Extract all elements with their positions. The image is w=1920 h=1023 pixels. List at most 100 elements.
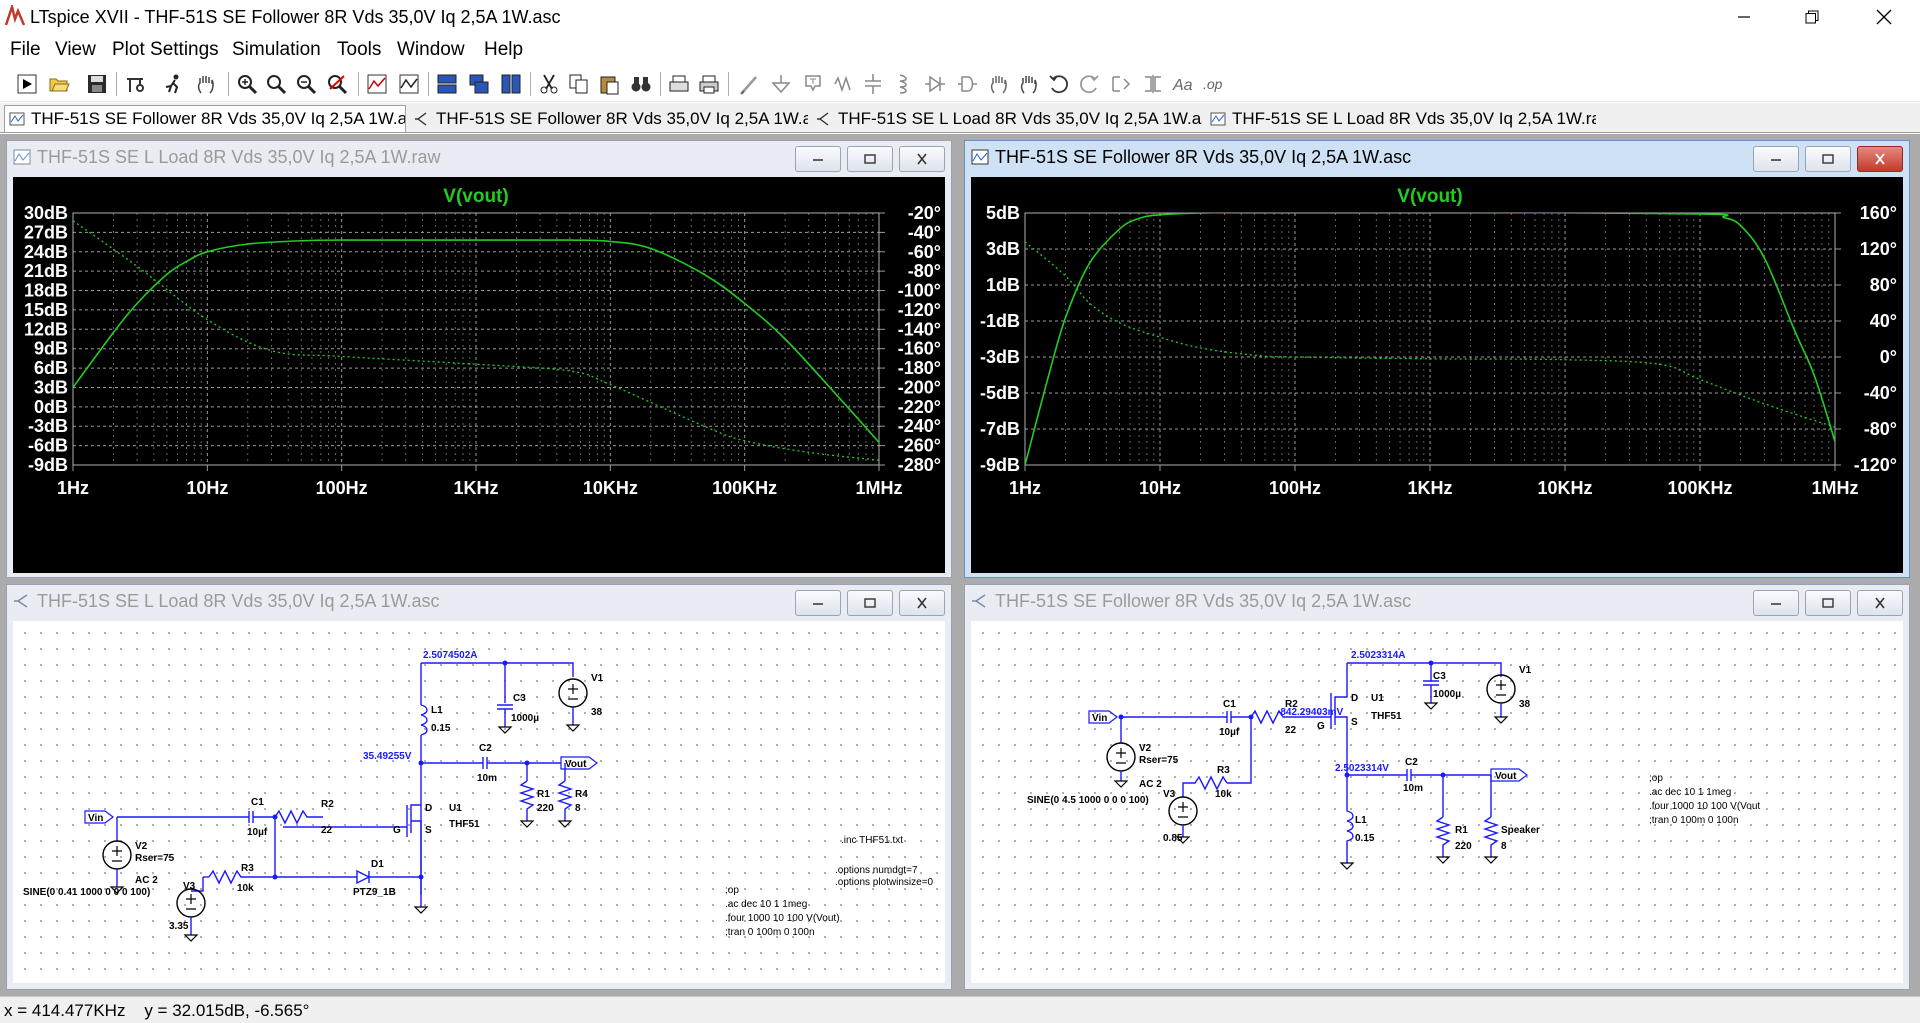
find-icon[interactable] [628, 71, 654, 97]
menu-simulation[interactable]: Simulation [232, 39, 321, 60]
save-icon[interactable] [84, 71, 110, 97]
menu-tools[interactable]: Tools [337, 39, 382, 60]
zoom-box-icon[interactable] [263, 71, 289, 97]
tile-vertical-icon[interactable] [498, 71, 524, 97]
diode-icon[interactable] [922, 71, 948, 97]
autorange-icon[interactable] [364, 71, 390, 97]
run-sim-icon[interactable] [160, 71, 186, 97]
close-button[interactable] [899, 590, 945, 616]
magnitude-trace[interactable] [73, 239, 879, 443]
menu-plot-settings[interactable]: Plot Settings [112, 39, 219, 60]
close-button[interactable] [899, 146, 945, 172]
maximize-button[interactable] [1805, 146, 1851, 172]
pan-icon[interactable] [193, 71, 219, 97]
maximize-button[interactable] [847, 146, 893, 172]
minimize-button[interactable] [795, 146, 841, 172]
ground-icon[interactable] [768, 71, 794, 97]
minimize-button[interactable] [1753, 590, 1799, 616]
minimize-button[interactable] [795, 590, 841, 616]
spice-directive[interactable]: .options plotwinsize=0 [835, 877, 934, 888]
restore-button[interactable] [1784, 0, 1840, 34]
copy-icon[interactable] [566, 71, 592, 97]
ltspice-logo-icon [4, 5, 26, 26]
window-title: THF-51S SE L Load 8R Vds 35,0V Iq 2,5A 1… [37, 591, 440, 611]
tab-follower-plot[interactable]: THF-51S SE Follower 8R Vds 35,0V Iq 2,5A… [4, 105, 406, 132]
schematic-window-follower[interactable]: THF-51S SE Follower 8R Vds 35,0V Iq 2,5A… [964, 584, 1910, 990]
phase-trace[interactable] [73, 220, 879, 461]
spice-directive[interactable]: .ac dec 10 1 1meg [1649, 787, 1731, 798]
zoom-in-icon[interactable] [234, 71, 260, 97]
spice-directive[interactable]: ;op [1649, 773, 1663, 784]
schematic-drawing-follower[interactable]: 2.5023314A -842.29403mV 2.5023314V C3 10… [971, 621, 1903, 983]
zoom-out-icon[interactable] [293, 71, 319, 97]
print-setup-icon[interactable] [666, 71, 692, 97]
maximize-button[interactable] [1805, 590, 1851, 616]
cascade-icon[interactable] [466, 71, 492, 97]
plot-window-lload[interactable]: THF-51S SE L Load 8R Vds 35,0V Iq 2,5A 1… [6, 140, 952, 578]
text-icon[interactable]: Aa [1170, 71, 1196, 97]
menu-file[interactable]: File [10, 39, 41, 60]
tab-lload-plot[interactable]: THF-51S SE L Load 8R Vds 35,0V Iq 2,5A 1… [1206, 105, 1596, 132]
capacitor-icon[interactable] [860, 71, 886, 97]
drag-icon[interactable] [1016, 71, 1042, 97]
menu-help[interactable]: Help [484, 39, 524, 60]
y-tick-label-right: -20° [908, 203, 941, 223]
rotate-icon[interactable] [1108, 71, 1134, 97]
wire-icon[interactable] [736, 71, 762, 97]
close-button[interactable] [1857, 590, 1903, 616]
minimize-button[interactable] [1716, 0, 1772, 34]
schematic-canvas[interactable]: 2.5074502A 35.49255V C3 1000µ V1 38 L1 0… [13, 621, 945, 983]
spice-directive[interactable]: .ac dec 10 1 1meg [725, 899, 807, 910]
magnitude-trace[interactable] [1025, 212, 1835, 465]
plot-window-follower[interactable]: THF-51S SE Follower 8R Vds 35,0V Iq 2,5A… [964, 140, 1910, 578]
schematic-canvas[interactable]: 2.5023314A -842.29403mV 2.5023314V C3 10… [971, 621, 1903, 983]
run-icon[interactable] [14, 71, 40, 97]
tile-horizontal-icon[interactable] [434, 71, 460, 97]
menu-view[interactable]: View [55, 39, 96, 60]
undo-icon[interactable] [1046, 71, 1072, 97]
paste-icon[interactable] [596, 71, 622, 97]
spice-directive[interactable]: .four 1000 10 100 V(Vout [1649, 801, 1760, 812]
schematic-window-lload[interactable]: THF-51S SE L Load 8R Vds 35,0V Iq 2,5A 1… [6, 584, 952, 990]
move-icon[interactable] [986, 71, 1012, 97]
spice-directive[interactable]: ;tran 0 100m 0 100n [725, 927, 815, 938]
maximize-icon [1822, 154, 1834, 164]
minimize-button[interactable] [1753, 146, 1799, 172]
spice-directive[interactable]: ;tran 0 100m 0 100n [1649, 815, 1739, 826]
schematic-drawing-lload[interactable]: 2.5074502A 35.49255V C3 1000µ V1 38 L1 0… [13, 621, 945, 983]
control-panel-icon[interactable] [122, 71, 148, 97]
component-icon[interactable] [954, 71, 980, 97]
cut-icon[interactable] [536, 71, 562, 97]
tab-follower-schematic[interactable]: THF-51S SE Follower 8R Vds 35,0V Iq 2,5A… [410, 105, 808, 132]
spice-directive[interactable]: .options numdgt=7 [835, 865, 918, 876]
part-value: 8 [1501, 841, 1507, 852]
resistor-icon[interactable] [830, 71, 856, 97]
part-ref: D1 [371, 859, 384, 870]
redo-icon[interactable] [1076, 71, 1102, 97]
menu-window[interactable]: Window [397, 39, 465, 60]
y-tick-label-left: 0dB [34, 397, 68, 417]
spice-directive-icon[interactable]: .op [1202, 71, 1228, 97]
tab-lload-schematic[interactable]: THF-51S SE L Load 8R Vds 35,0V Iq 2,5A 1… [812, 105, 1202, 132]
label-icon[interactable] [800, 71, 826, 97]
spice-directive[interactable]: ;op [725, 885, 739, 896]
close-button[interactable] [1856, 0, 1912, 34]
close-button[interactable] [1857, 146, 1903, 172]
trace-name[interactable]: V(vout) [443, 186, 508, 207]
inductor-icon[interactable] [890, 71, 916, 97]
maximize-button[interactable] [847, 590, 893, 616]
spice-directive[interactable]: .four 1000 10 100 V(Vout) [725, 913, 840, 924]
phase-trace[interactable] [1025, 241, 1835, 428]
plot-settings-icon[interactable] [396, 71, 422, 97]
zoom-cancel-icon[interactable] [324, 71, 350, 97]
print-icon[interactable] [696, 71, 722, 97]
open-icon[interactable] [46, 71, 72, 97]
y-tick-label-left: 18dB [24, 281, 68, 301]
mirror-icon[interactable] [1140, 71, 1166, 97]
trace-name[interactable]: V(vout) [1397, 186, 1462, 207]
spice-directive[interactable]: .inc THF51.txt [841, 835, 903, 846]
